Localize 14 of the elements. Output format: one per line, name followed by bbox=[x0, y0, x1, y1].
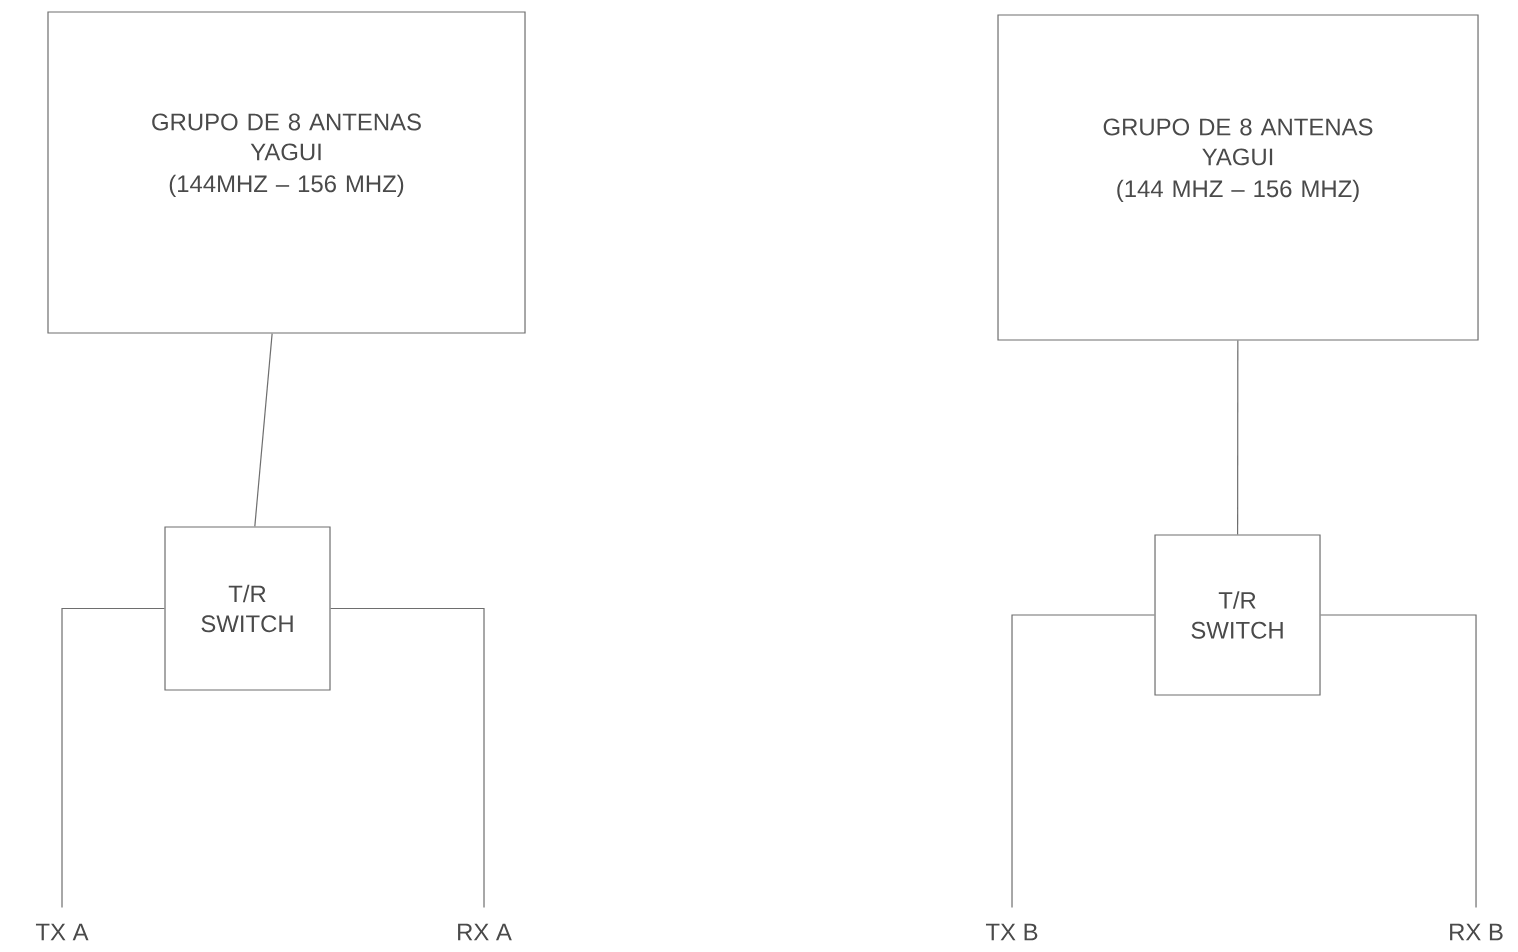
port-label: TX A bbox=[35, 923, 89, 941]
switch-box: T/R SWITCH bbox=[1154, 534, 1321, 696]
connector-line bbox=[1011, 614, 1155, 909]
connector-line bbox=[254, 333, 273, 527]
connector-line bbox=[61, 607, 165, 909]
connector-line bbox=[330, 607, 485, 909]
antenna-group-box: GRUPO DE 8 ANTENAS YAGUI (144MHZ – 156 MHZ) bbox=[47, 11, 526, 334]
port-label: RX A bbox=[458, 923, 512, 941]
switch-box: T/R SWITCH bbox=[164, 526, 331, 691]
port-label: RX B bbox=[1450, 923, 1503, 941]
connector-line bbox=[1237, 340, 1239, 535]
connector-line bbox=[1320, 614, 1477, 909]
antenna-group-box: GRUPO DE 8 ANTENAS YAGUI (144 MHZ – 156 MHZ) bbox=[997, 14, 1479, 341]
port-label: TX B bbox=[985, 923, 1038, 941]
